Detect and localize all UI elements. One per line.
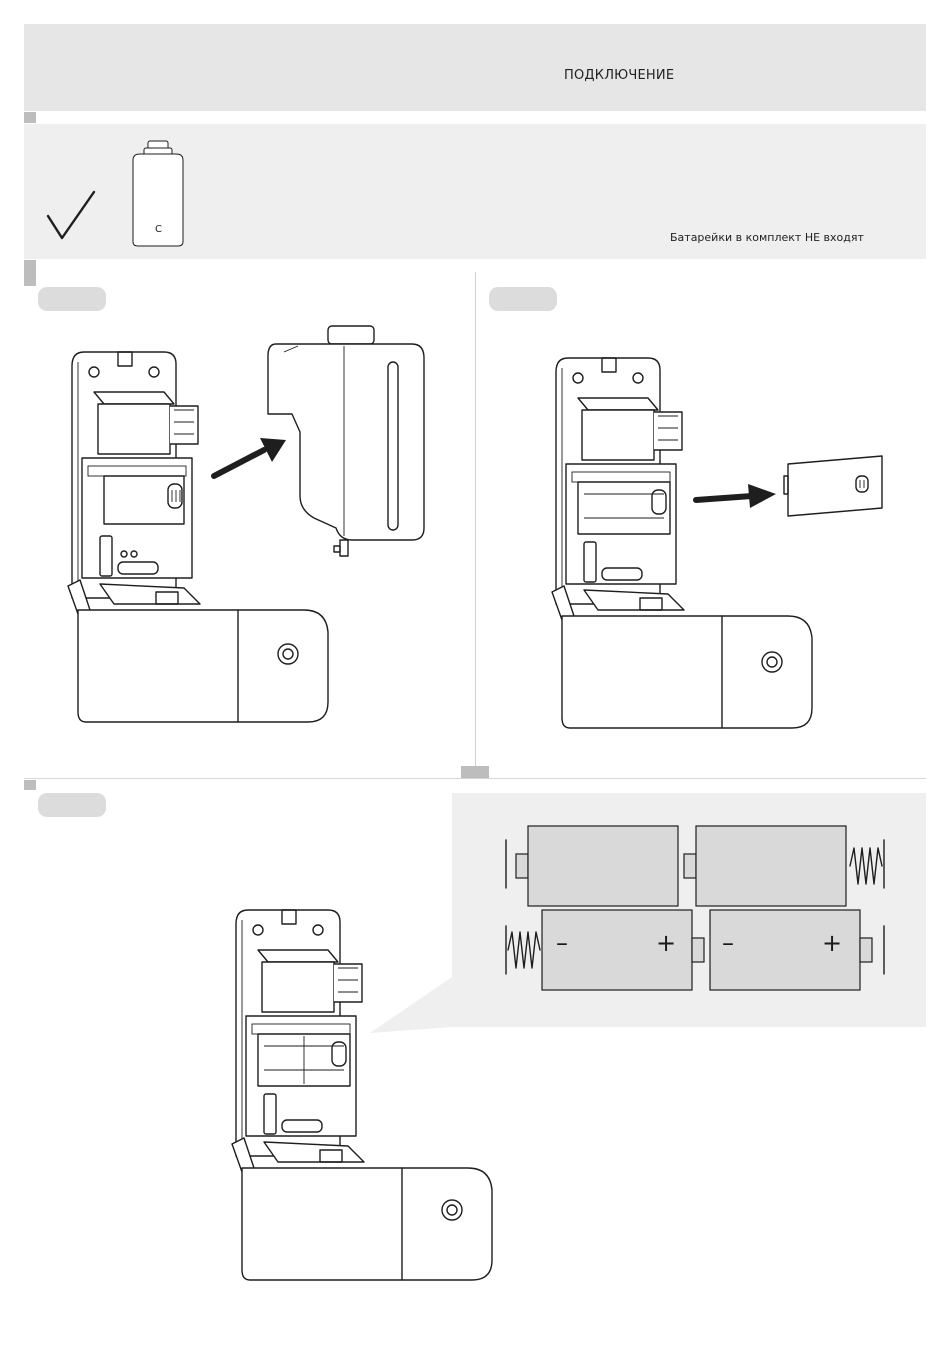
section-marker xyxy=(24,112,36,123)
battery-cover-illustration xyxy=(782,454,888,518)
dispenser-open-illustration-2 xyxy=(548,354,818,734)
dispenser-batteries-installed-illustration xyxy=(228,906,498,1286)
section-marker xyxy=(461,766,489,778)
soap-bottle-illustration xyxy=(264,322,428,562)
header-band: ПОДКЛЮЧЕНИЕ xyxy=(24,24,926,111)
battery-type-label: C xyxy=(155,224,162,235)
battery-requirement-band: C Батарейки в комплект НЕ входят xyxy=(24,124,926,259)
section-marker xyxy=(24,780,36,790)
battery-plus-sign: + xyxy=(656,929,676,957)
page-title: ПОДКЛЮЧЕНИЕ xyxy=(564,68,674,83)
divider xyxy=(24,778,926,779)
step-badge-3 xyxy=(38,793,106,817)
section-marker xyxy=(24,260,36,286)
battery-minus-sign: – xyxy=(722,929,734,957)
battery-row-top xyxy=(500,824,890,908)
checkmark-icon xyxy=(46,190,98,242)
divider xyxy=(475,272,476,770)
arrow-icon xyxy=(694,484,778,512)
step-badge-1 xyxy=(38,287,106,311)
step-badge-2 xyxy=(489,287,557,311)
battery-minus-sign: – xyxy=(556,929,568,957)
battery-note: Батарейки в комплект НЕ входят xyxy=(670,231,864,244)
battery-plus-sign: + xyxy=(822,929,842,957)
